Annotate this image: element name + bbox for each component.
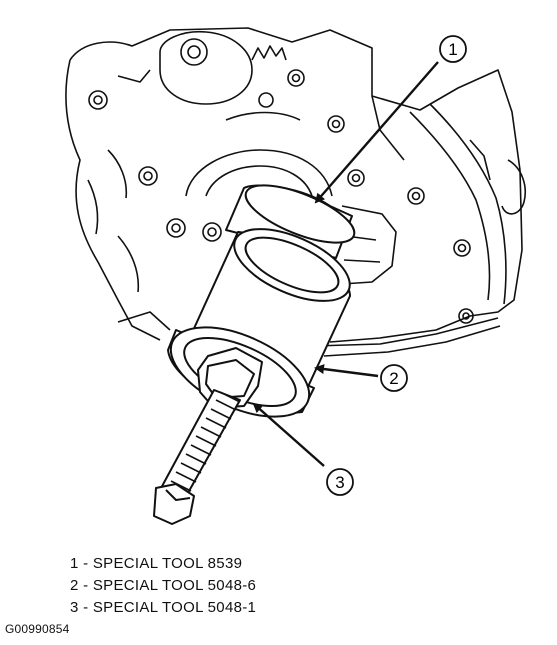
special-tool-5048-1-screw — [153, 347, 263, 525]
callout-arrow-3 — [252, 402, 325, 467]
callout-arrow-2 — [314, 364, 379, 378]
callout-arrows — [252, 61, 439, 467]
legend-item-2: 2 - SPECIAL TOOL 5048-6 — [70, 577, 257, 594]
figure-id: G00990854 — [5, 622, 70, 636]
special-tool-8539-cylinder — [167, 184, 356, 418]
callout-arrow-1 — [314, 61, 439, 204]
callout-3-number: 3 — [335, 473, 344, 492]
callout-1-number: 1 — [448, 40, 457, 59]
callout-3: 3 — [326, 468, 354, 496]
parts-legend: 1 - SPECIAL TOOL 8539 2 - SPECIAL TOOL 5… — [70, 553, 256, 619]
tool-installation-illustration: 1 2 3 — [65, 27, 526, 525]
callout-2-number: 2 — [389, 369, 398, 388]
engine-block-linework — [65, 27, 526, 357]
callout-1: 1 — [439, 35, 467, 63]
legend-item-3: 3 - SPECIAL TOOL 5048-1 — [70, 599, 257, 616]
legend-item-1: 1 - SPECIAL TOOL 8539 — [70, 555, 243, 572]
callout-2: 2 — [380, 364, 408, 392]
